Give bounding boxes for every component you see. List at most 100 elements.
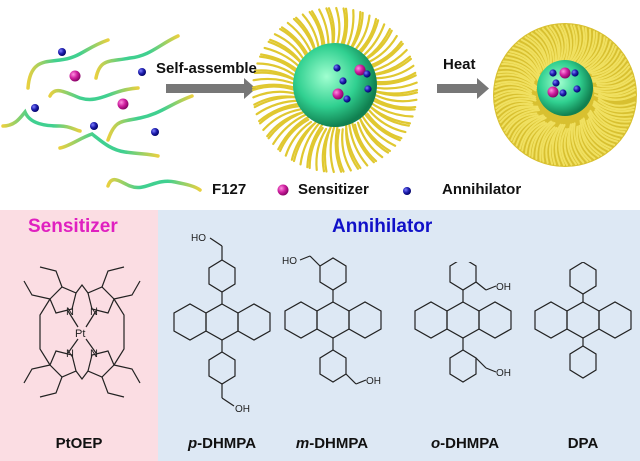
corona-chain — [336, 128, 345, 173]
n-atom-label: N — [90, 306, 98, 318]
corona-chain — [252, 90, 297, 99]
corona-chain — [589, 109, 626, 134]
corona-chain — [555, 123, 564, 166]
name-suffix: -DHMPA — [309, 435, 369, 452]
ptoep-label: PtOEP — [55, 435, 103, 452]
corona-chain — [495, 97, 537, 109]
corona-chain — [593, 86, 636, 96]
corona-chain — [360, 113, 397, 147]
self-assemble-arrow-icon — [166, 78, 256, 99]
self-assemble-label: Self-assemble — [156, 60, 257, 77]
hydroxyl-label: HO — [282, 256, 297, 267]
corona-chain — [503, 109, 541, 132]
corona-chain — [353, 123, 378, 163]
corona-chain — [541, 126, 556, 163]
corona-chain — [581, 33, 602, 67]
corona-chain — [350, 120, 375, 164]
corona-chain — [507, 114, 539, 138]
corona-chain — [373, 90, 419, 97]
corona-chain — [495, 77, 537, 90]
corona-chain — [512, 47, 541, 74]
corona-chain — [551, 123, 562, 166]
micelle-assembled — [251, 6, 419, 174]
corona-chain — [590, 63, 629, 83]
p-dhmpa-label: p-DHMPA — [162, 435, 282, 452]
corona-chain — [539, 122, 556, 162]
corona-chain — [373, 71, 417, 84]
corona-chain — [345, 123, 362, 170]
corona-chain — [505, 112, 538, 134]
corona-chain — [501, 63, 536, 81]
sensitizer-panel — [0, 210, 158, 461]
corona-chain — [515, 43, 543, 72]
legend-annihilator-label: Annihilator — [442, 181, 522, 198]
name-suffix: DPA — [567, 435, 599, 452]
pt-atom-label: Pt — [75, 328, 85, 340]
corona-chain — [589, 55, 625, 80]
corona-chain — [534, 30, 552, 66]
corona-chain — [535, 121, 554, 160]
corona-chain — [518, 116, 547, 150]
corona-chain — [583, 40, 612, 74]
corona-chain — [315, 127, 328, 172]
corona-chain — [597, 97, 636, 107]
corona-chain — [272, 112, 309, 146]
corona-chain — [521, 120, 546, 152]
corona-chain — [590, 59, 627, 82]
corona-chain — [586, 119, 612, 149]
corona-chain — [502, 60, 540, 82]
corona-chain — [512, 114, 544, 144]
corona-chain — [496, 73, 538, 88]
corona-chain — [587, 112, 621, 141]
corona-chain — [579, 119, 603, 156]
corona-chain — [308, 126, 324, 170]
m-dhmpa-label: m-DHMPA — [272, 435, 392, 452]
corona-chain — [563, 127, 573, 166]
corona-chain — [292, 120, 319, 163]
corona-chain — [530, 32, 550, 67]
corona-chain — [581, 118, 606, 154]
corona-chain — [356, 121, 384, 159]
legend-polymer-chain-icon — [106, 177, 202, 192]
corona-chain — [348, 122, 369, 167]
corona-chain — [495, 100, 533, 112]
corona-chain — [373, 93, 418, 103]
corona-chain — [496, 102, 534, 117]
dpa-structure — [534, 262, 632, 379]
corona-chain — [595, 70, 632, 85]
corona-chain — [494, 91, 537, 100]
corona-chain — [262, 108, 302, 132]
p-dhmpa-structure: HO OH — [173, 233, 271, 415]
corona-chain — [570, 122, 585, 164]
corona-chain — [558, 123, 566, 166]
corona-chain — [366, 103, 412, 125]
corona-chain — [597, 93, 636, 101]
corona-chain — [494, 86, 533, 95]
corona-chain — [584, 43, 615, 75]
ptoep-structure: N N N N Pt — [23, 266, 141, 398]
corona-chain — [329, 124, 336, 174]
hydroxyl-label: OH — [366, 376, 381, 387]
corona-chain — [593, 100, 635, 113]
corona-chain — [499, 105, 539, 124]
sensitizer-title: Sensitizer — [28, 216, 118, 237]
corona-chain — [267, 110, 307, 140]
corona-chain — [341, 128, 352, 172]
corona-chain — [306, 122, 324, 169]
corona-chain — [507, 52, 542, 79]
heat-label: Heat — [443, 56, 476, 73]
corona-chain — [591, 52, 623, 77]
corona-chain — [582, 117, 610, 151]
corona-chain — [592, 104, 632, 120]
corona-chain — [284, 120, 313, 157]
corona-chain — [362, 110, 401, 142]
corona-chain — [501, 107, 540, 128]
free-polymer-chains — [1, 34, 194, 158]
corona-chain — [504, 56, 541, 80]
legend-sensitizer-label: Sensitizer — [298, 181, 369, 198]
corona-chain — [299, 121, 321, 166]
corona-chain — [578, 124, 596, 160]
legend-f127-label: F127 — [212, 181, 247, 198]
corona-chain — [323, 124, 333, 173]
corona-chain — [524, 122, 548, 155]
